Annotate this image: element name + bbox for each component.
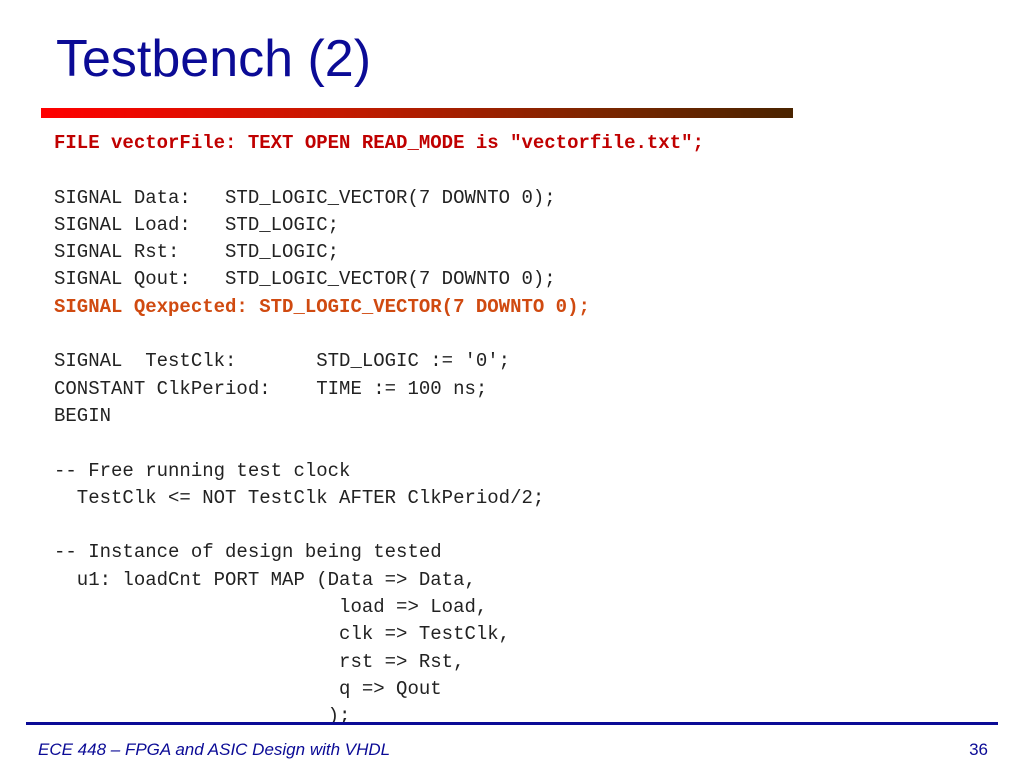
code-line: rst => Rst, [54,650,465,673]
code-line: SIGNAL Qout: STD_LOGIC_VECTOR(7 DOWNTO 0… [54,268,556,291]
code-line: CONSTANT ClkPeriod: TIME := 100 ns; [54,377,488,400]
code-line: FILE vectorFile: TEXT OPEN READ_MODE is … [54,132,704,154]
code-line: clk => TestClk, [54,623,511,646]
code-line: -- Free running test clock [54,459,351,482]
code-line: SIGNAL Data: STD_LOGIC_VECTOR(7 DOWNTO 0… [54,186,556,209]
code-line [54,157,704,184]
title-underline-bar [41,108,793,118]
code-line: ); [54,705,351,728]
code-line [54,321,704,348]
code-line: u1: loadCnt PORT MAP (Data => Data, [54,568,476,591]
code-line: SIGNAL Rst: STD_LOGIC; [54,241,340,264]
code-line [54,512,704,539]
code-line: SIGNAL Load: STD_LOGIC; [54,213,340,236]
code-line: load => Load, [54,596,488,619]
code-line: q => Qout [54,677,442,700]
footer-divider [26,722,998,725]
slide-title: Testbench (2) [56,30,372,88]
code-line [54,430,704,457]
code-line: BEGIN [54,404,112,427]
code-line: TestClk <= NOT TestClk AFTER ClkPeriod/2… [54,486,545,509]
footer-course-title: ECE 448 – FPGA and ASIC Design with VHDL [38,740,391,759]
code-line: -- Instance of design being tested [54,541,442,564]
footer-page-number: 36 [969,740,988,759]
code-block: FILE vectorFile: TEXT OPEN READ_MODE is … [54,130,704,731]
code-line: SIGNAL Qexpected: STD_LOGIC_VECTOR(7 DOW… [54,295,590,318]
code-line: SIGNAL TestClk: STD_LOGIC := '0'; [54,350,511,373]
